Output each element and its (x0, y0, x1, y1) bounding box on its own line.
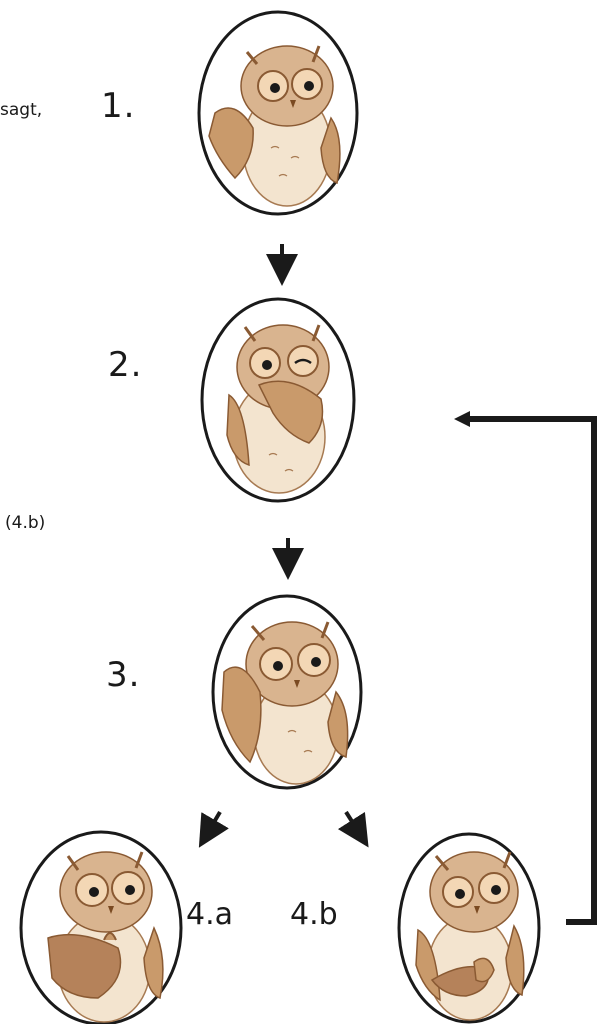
owl-step2-covering-mouth-icon (199, 295, 357, 505)
owl-step1-waving-icon (195, 8, 361, 218)
arrow-step3-to-4b (346, 812, 360, 834)
arrow-step3-to-4a (207, 812, 220, 834)
owl-step4b-hands-together-icon (396, 830, 542, 1024)
owl-step3-waving-icon (210, 592, 364, 792)
owl-step4a-thumb-icon (18, 828, 184, 1024)
loop-back-arrowhead (454, 411, 470, 427)
